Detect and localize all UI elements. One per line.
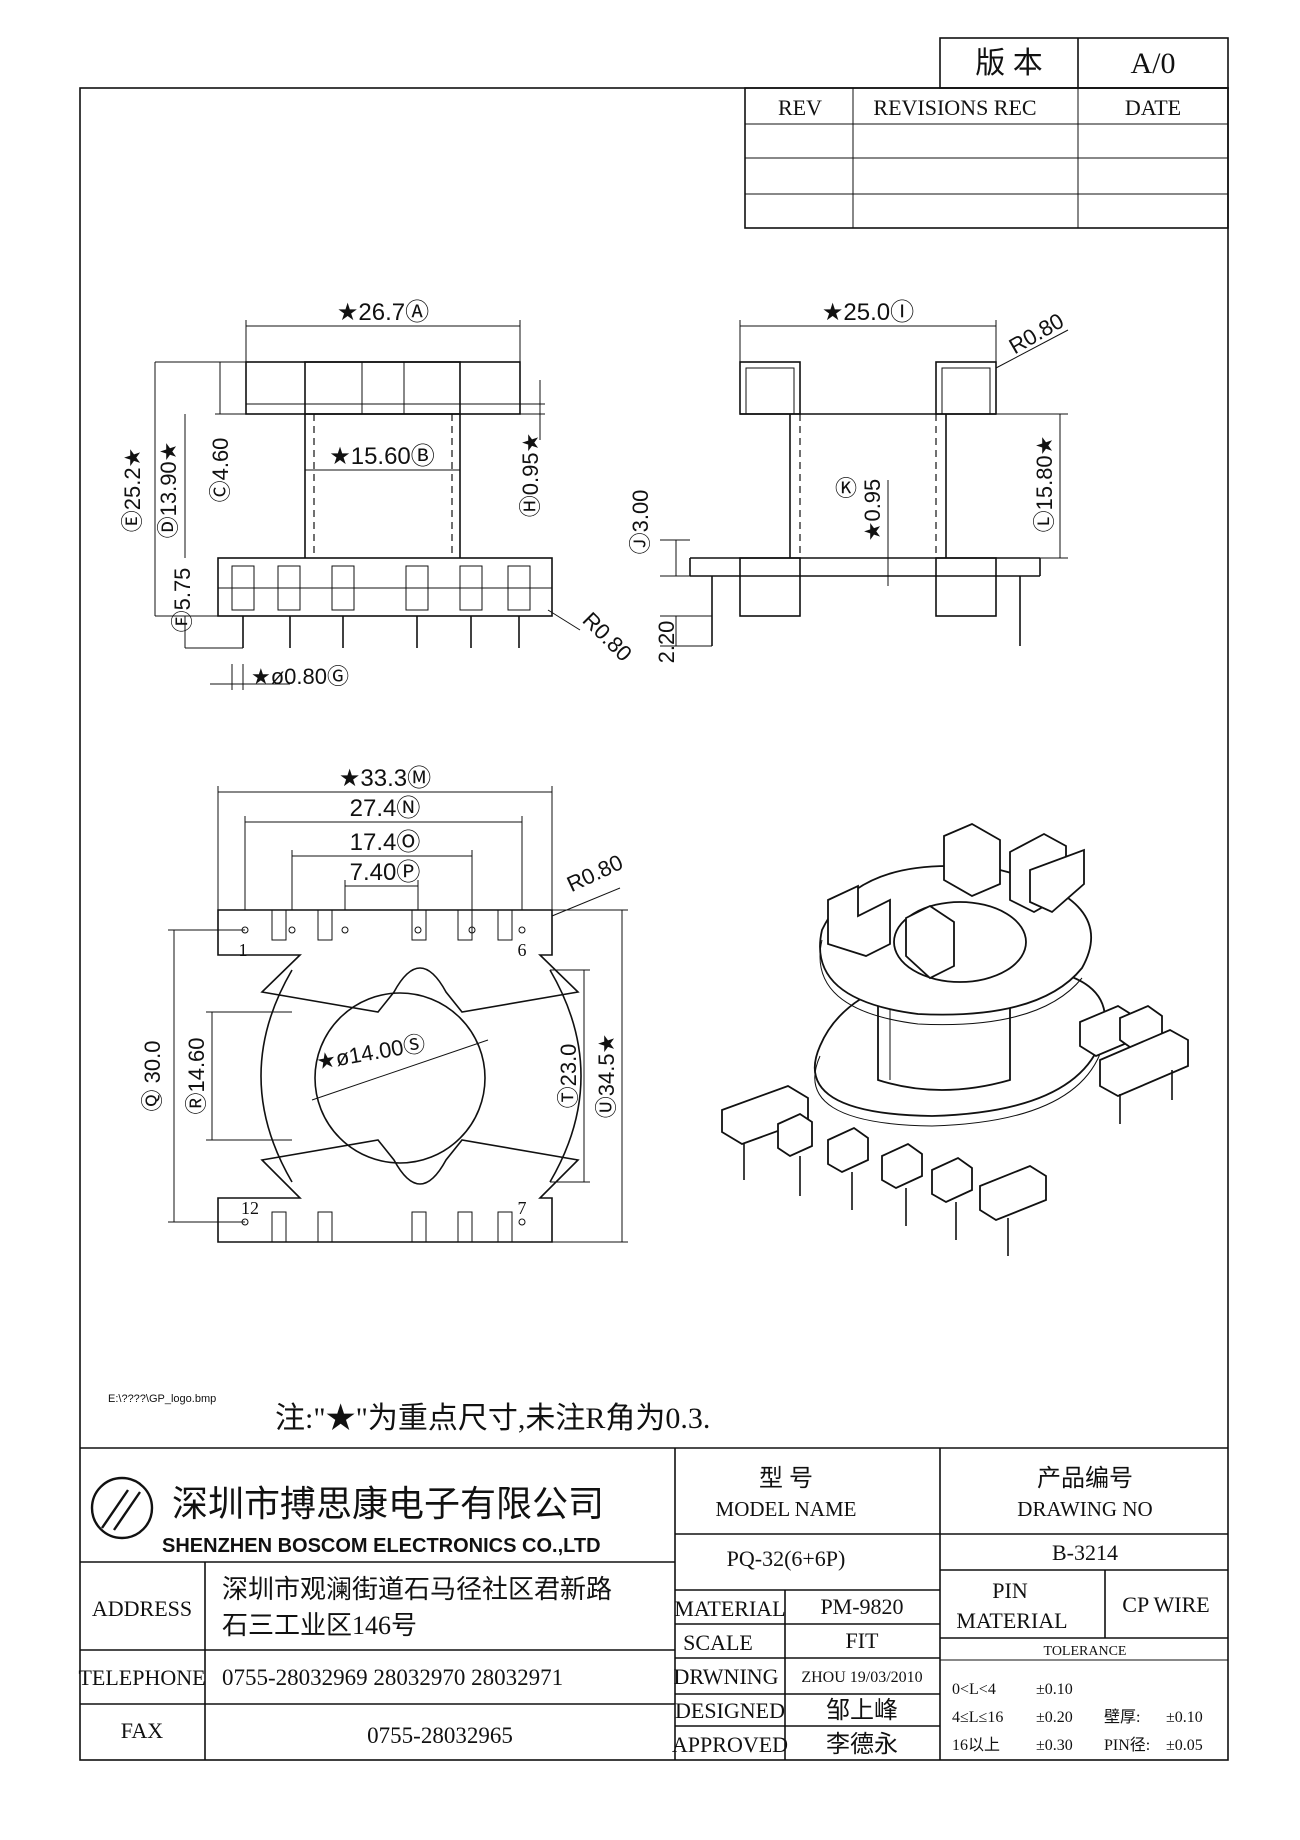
tolerance-2a: 4≤L≤16 <box>952 1709 1003 1726</box>
tolerance-3a: 16以上 <box>952 1736 1000 1754</box>
designed-label: DESIGNED <box>675 1698 785 1723</box>
title-block: 深圳市搏思康电子有限公司 SHENZHEN BOSCOM ELECTRONICS… <box>78 1447 1228 1760</box>
address-label: ADDRESS <box>92 1596 192 1621</box>
dim-H: Ⓗ0.95★ <box>518 433 543 518</box>
drwning-value: ZHOU 19/03/2010 <box>801 1669 922 1686</box>
dim-D: Ⓓ13.90★ <box>156 442 181 539</box>
tolerance-2b: ±0.20 <box>1036 1709 1073 1726</box>
revision-box: 版 本 A/0 REV REVISIONS REC DATE <box>744 37 1229 229</box>
designed-value: 邹上峰 <box>826 1697 898 1724</box>
pin-7-label: 7 <box>518 1198 527 1218</box>
dim-Q: Ⓠ 30.0 <box>140 1041 165 1112</box>
drawing-note: 注:"★"为重点尺寸,未注R角为0.3. <box>275 1402 710 1435</box>
version-value: A/0 <box>1131 47 1176 80</box>
tolerance-3b: ±0.30 <box>1036 1737 1073 1754</box>
tolerance-1b: ±0.10 <box>1036 1681 1073 1698</box>
dim-T: Ⓣ23.0 <box>556 1044 581 1109</box>
telephone-label: TELEPHONE <box>78 1665 205 1690</box>
tolerance-3c: PIN径: <box>1104 1736 1150 1754</box>
revisions-column-header: REVISIONS REC <box>873 95 1036 120</box>
logo-path: E:\????\GP_logo.bmp <box>108 1393 216 1405</box>
dim-B: ★15.60Ⓑ <box>329 443 435 470</box>
approved-value: 李德永 <box>826 1731 898 1758</box>
tolerance-2d: ±0.10 <box>1166 1709 1203 1726</box>
model-label-cn: 型 号 <box>759 1465 813 1492</box>
dim-I: ★25.0Ⓘ <box>822 299 914 326</box>
front-view: ★26.7Ⓐ ★15.60Ⓑ Ⓔ25.2★ Ⓓ13.90★ Ⓒ4.60 Ⓕ5.7… <box>120 299 637 690</box>
company-name-en: SHENZHEN BOSCOM ELECTRONICS CO.,LTD <box>162 1535 601 1557</box>
dim-M: ★33.3Ⓜ <box>339 765 431 792</box>
dim-R: Ⓡ14.60 <box>184 1037 209 1114</box>
tolerance-1a: 0<L<4 <box>952 1681 996 1698</box>
core-circle <box>314 992 486 1164</box>
date-column-header: DATE <box>1125 95 1181 120</box>
dim-J: Ⓙ3.00 <box>628 490 653 555</box>
pin-12-label: 12 <box>241 1198 259 1218</box>
tolerance-label: TOLERANCE <box>1044 1644 1127 1659</box>
telephone-value: 0755-28032969 28032970 28032971 <box>222 1665 563 1690</box>
drawing-value: B-3214 <box>1052 1540 1118 1565</box>
drwning-label: DRWNING <box>673 1664 778 1689</box>
pin-label-2: MATERIAL <box>956 1608 1067 1633</box>
fax-label: FAX <box>121 1718 163 1743</box>
dim-F: Ⓕ5.75 <box>170 568 195 633</box>
rev-column-header: REV <box>778 95 822 120</box>
side-view: ★25.0Ⓘ R0.80 Ⓛ15.80★ Ⓚ ★0.95 Ⓙ3.00 2.20 <box>628 299 1069 664</box>
drawing-frame <box>79 87 1229 1761</box>
drawing-label-en: DRAWING NO <box>1017 1497 1152 1521</box>
dim-L: Ⓛ15.80★ <box>1032 436 1057 533</box>
pin-6-label: 6 <box>518 940 527 960</box>
dim-P: 7.40Ⓟ <box>350 859 421 886</box>
isometric-view <box>721 822 1189 1256</box>
dim-O: 17.4Ⓞ <box>350 829 421 856</box>
version-label: 版 本 <box>975 47 1043 80</box>
address-line-1: 深圳市观澜街道石马径社区君新路 <box>222 1575 612 1604</box>
dim-K-letter: Ⓚ <box>835 476 857 501</box>
dim-G: ★ø0.80Ⓖ <box>251 664 349 689</box>
material-value: PM-9820 <box>820 1594 903 1619</box>
approved-label: APPROVED <box>672 1732 788 1757</box>
dim-pin-length: 2.20 <box>654 621 679 664</box>
pin-value: CP WIRE <box>1122 1592 1209 1617</box>
scale-value: FIT <box>846 1628 880 1653</box>
fax-value: 0755-28032965 <box>367 1723 513 1748</box>
bottom-view: 1 6 12 7 ★33.3Ⓜ 27.4Ⓝ 17.4Ⓞ 7.40Ⓟ R0.80 … <box>140 765 628 1243</box>
company-name-cn: 深圳市搏思康电子有限公司 <box>172 1484 604 1524</box>
dim-R3: R0.80 <box>563 849 627 896</box>
tolerance-2c: 壁厚: <box>1104 1707 1140 1726</box>
address-line-2: 石三工业区146号 <box>222 1611 417 1640</box>
dim-N: 27.4Ⓝ <box>350 795 421 822</box>
dim-U: Ⓤ34.5★ <box>594 1034 619 1119</box>
model-label-en: MODEL NAME <box>716 1497 857 1521</box>
dim-E: Ⓔ25.2★ <box>120 448 145 533</box>
dim-S: ★ø14.00Ⓢ <box>314 1031 427 1075</box>
pin-1-label: 1 <box>239 940 248 960</box>
drawing-label-cn: 产品编号 <box>1037 1465 1133 1492</box>
tolerance-3d: ±0.05 <box>1166 1737 1203 1754</box>
pin-label-1: PIN <box>992 1578 1028 1603</box>
dim-R1: R0.80 <box>578 607 637 666</box>
dim-R2: R0.80 <box>1005 308 1068 359</box>
dim-A: ★26.7Ⓐ <box>337 299 429 326</box>
company-logo <box>90 1476 154 1540</box>
dim-K-value: ★0.95 <box>860 479 885 542</box>
dim-C: Ⓒ4.60 <box>208 438 233 503</box>
scale-label: SCALE <box>683 1630 753 1655</box>
model-value: PQ-32(6+6P) <box>727 1546 846 1571</box>
material-label: MATERIAL <box>674 1596 785 1621</box>
